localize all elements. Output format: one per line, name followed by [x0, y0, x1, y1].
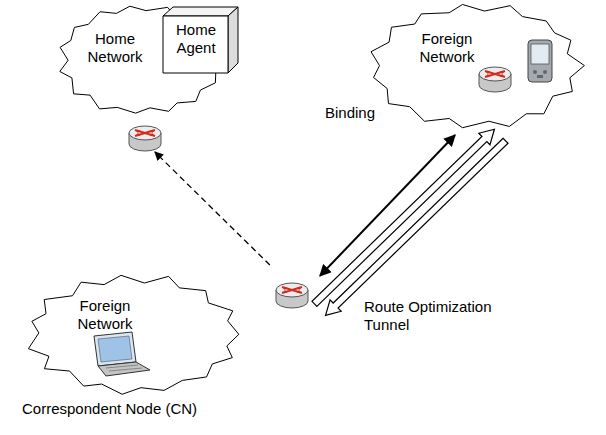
laptop-device: [94, 332, 150, 376]
cloud-outline: [365, 0, 590, 135]
cube-face: [228, 7, 238, 73]
network-cloud: Home Network Home Agent: [55, 0, 240, 152]
cloud-shape: [371, 4, 584, 127]
node-label: Foreign Network: [65, 297, 145, 333]
edge-label: Binding: [323, 104, 377, 122]
pda-device: [528, 40, 552, 82]
tunnel-arrow: [312, 129, 508, 315]
node-label: Home Network: [75, 30, 155, 66]
node-label: Home Agent: [166, 21, 226, 57]
cube-face: [163, 7, 238, 16]
network-cloud: Foreign Network: [25, 265, 320, 400]
device-caption: Correspondent Node (CN): [20, 400, 199, 418]
cloud-shape: [28, 275, 238, 394]
cloud-outline: [25, 265, 320, 400]
agent-cube: Home Agent: [163, 6, 239, 74]
network-cloud: Foreign Network: [365, 0, 590, 135]
dashed-arrow: [155, 152, 270, 265]
node-label: Foreign Network: [407, 30, 487, 66]
cn-router: [276, 283, 308, 308]
home-router: [129, 126, 161, 151]
foreign-router: [479, 67, 511, 92]
cube-face: [163, 16, 228, 73]
edge-label: Route Optimization Tunnel: [362, 298, 516, 334]
